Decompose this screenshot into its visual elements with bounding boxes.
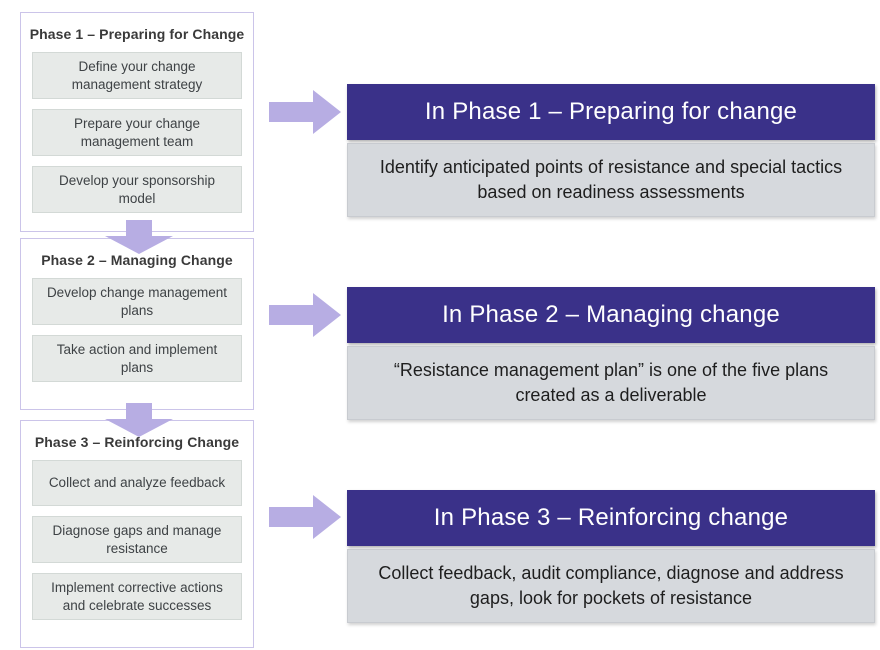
phase-2-banner: In Phase 2 – Managing change — [347, 287, 875, 343]
phase-3-info-row: In Phase 3 – Reinforcing change Collect … — [347, 490, 875, 623]
phase-step: Collect and analyze feedback — [32, 460, 242, 506]
phase-step: Diagnose gaps and manage resistance — [32, 516, 242, 564]
phase-1-title: Phase 1 – Preparing for Change — [29, 26, 245, 42]
phase-step: Prepare your change management team — [32, 109, 242, 157]
phase-3-banner: In Phase 3 – Reinforcing change — [347, 490, 875, 546]
phase-2-info-row: In Phase 2 – Managing change “Resistance… — [347, 287, 875, 420]
phase-3-panel: Phase 3 – Reinforcing Change Collect and… — [20, 420, 254, 648]
phase-step: Develop change management plans — [32, 278, 242, 326]
phase-2-description: “Resistance management plan” is one of t… — [347, 346, 875, 420]
phase-3-steps: Collect and analyze feedback Diagnose ga… — [32, 460, 242, 621]
right-arrow-icon — [269, 90, 341, 134]
phase-step: Take action and implement plans — [32, 335, 242, 383]
phase-1-banner: In Phase 1 – Preparing for change — [347, 84, 875, 140]
phase-step: Implement corrective actions and celebra… — [32, 573, 242, 621]
phase-1-steps: Define your change management strategy P… — [32, 52, 242, 214]
phase-2-title: Phase 2 – Managing Change — [41, 252, 233, 268]
right-arrow-icon — [269, 495, 341, 539]
down-arrow-icon — [105, 220, 173, 254]
down-arrow-icon — [105, 403, 173, 437]
phase-1-panel: Phase 1 – Preparing for Change Define yo… — [20, 12, 254, 232]
phase-3-title: Phase 3 – Reinforcing Change — [34, 434, 240, 450]
right-arrow-icon — [269, 293, 341, 337]
phase-1-description: Identify anticipated points of resistanc… — [347, 143, 875, 217]
phase-2-steps: Develop change management plans Take act… — [32, 278, 242, 383]
phase-1-info-row: In Phase 1 – Preparing for change Identi… — [347, 84, 875, 217]
phase-step: Develop your sponsorship model — [32, 166, 242, 214]
phase-2-panel: Phase 2 – Managing Change Develop change… — [20, 238, 254, 410]
phase-3-description: Collect feedback, audit compliance, diag… — [347, 549, 875, 623]
phase-step: Define your change management strategy — [32, 52, 242, 100]
